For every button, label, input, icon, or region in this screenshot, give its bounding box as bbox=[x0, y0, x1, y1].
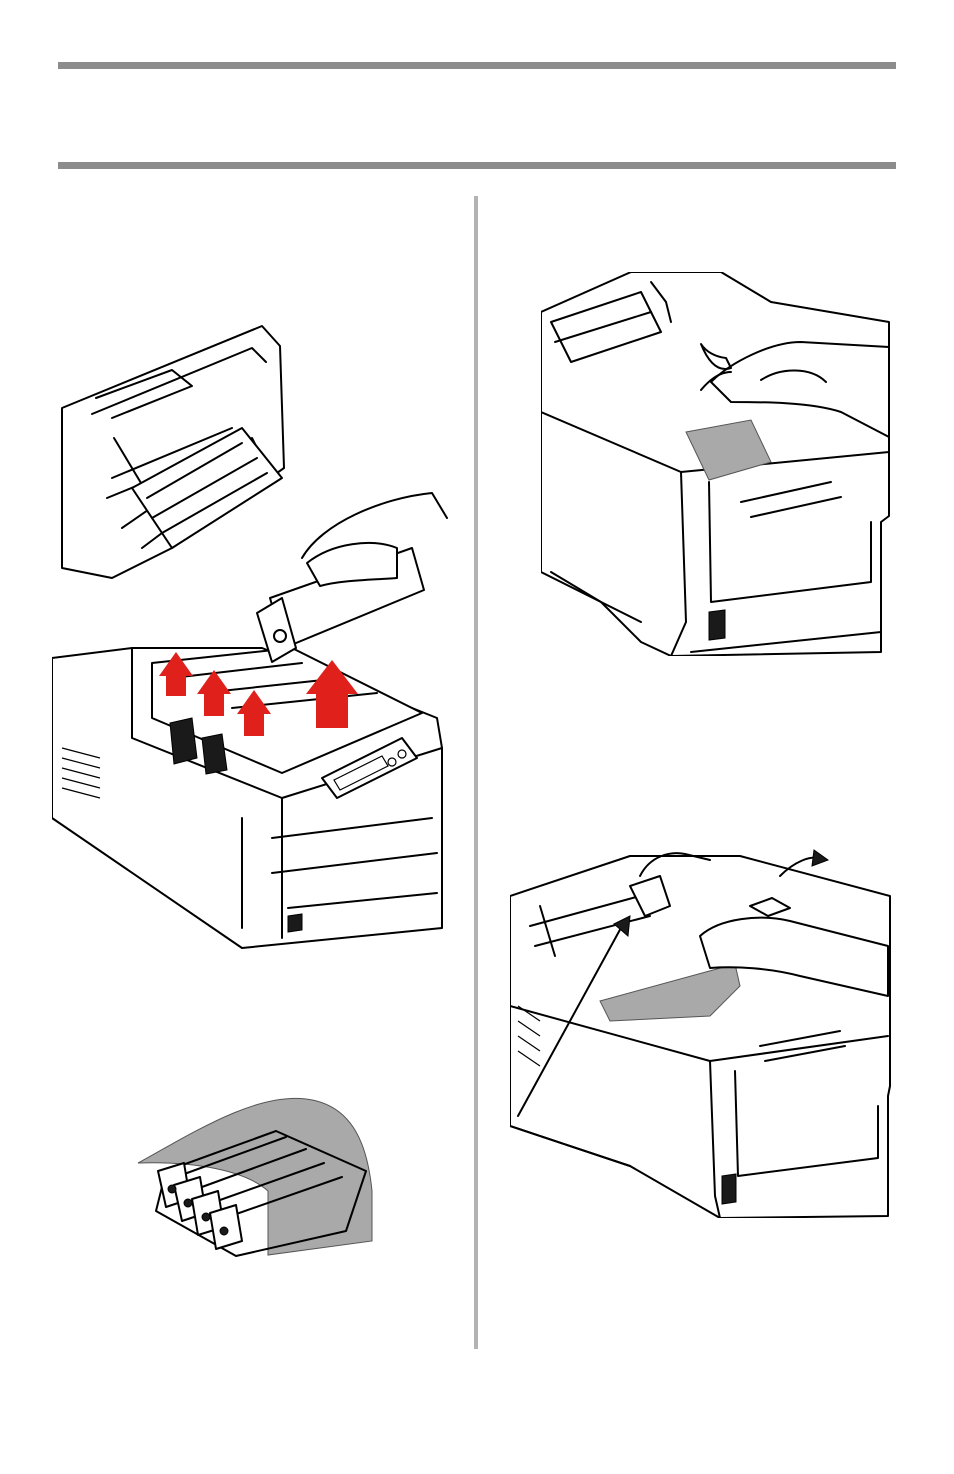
column-divider bbox=[474, 196, 478, 1349]
printer-open-illustration bbox=[52, 318, 450, 950]
drums-covered-illustration bbox=[136, 1091, 376, 1259]
header-rule-top bbox=[58, 62, 896, 69]
jam-removal-illustration-2 bbox=[510, 846, 894, 1218]
jam-removal-illustration-1 bbox=[541, 272, 891, 656]
header-rule-bottom bbox=[58, 162, 896, 169]
